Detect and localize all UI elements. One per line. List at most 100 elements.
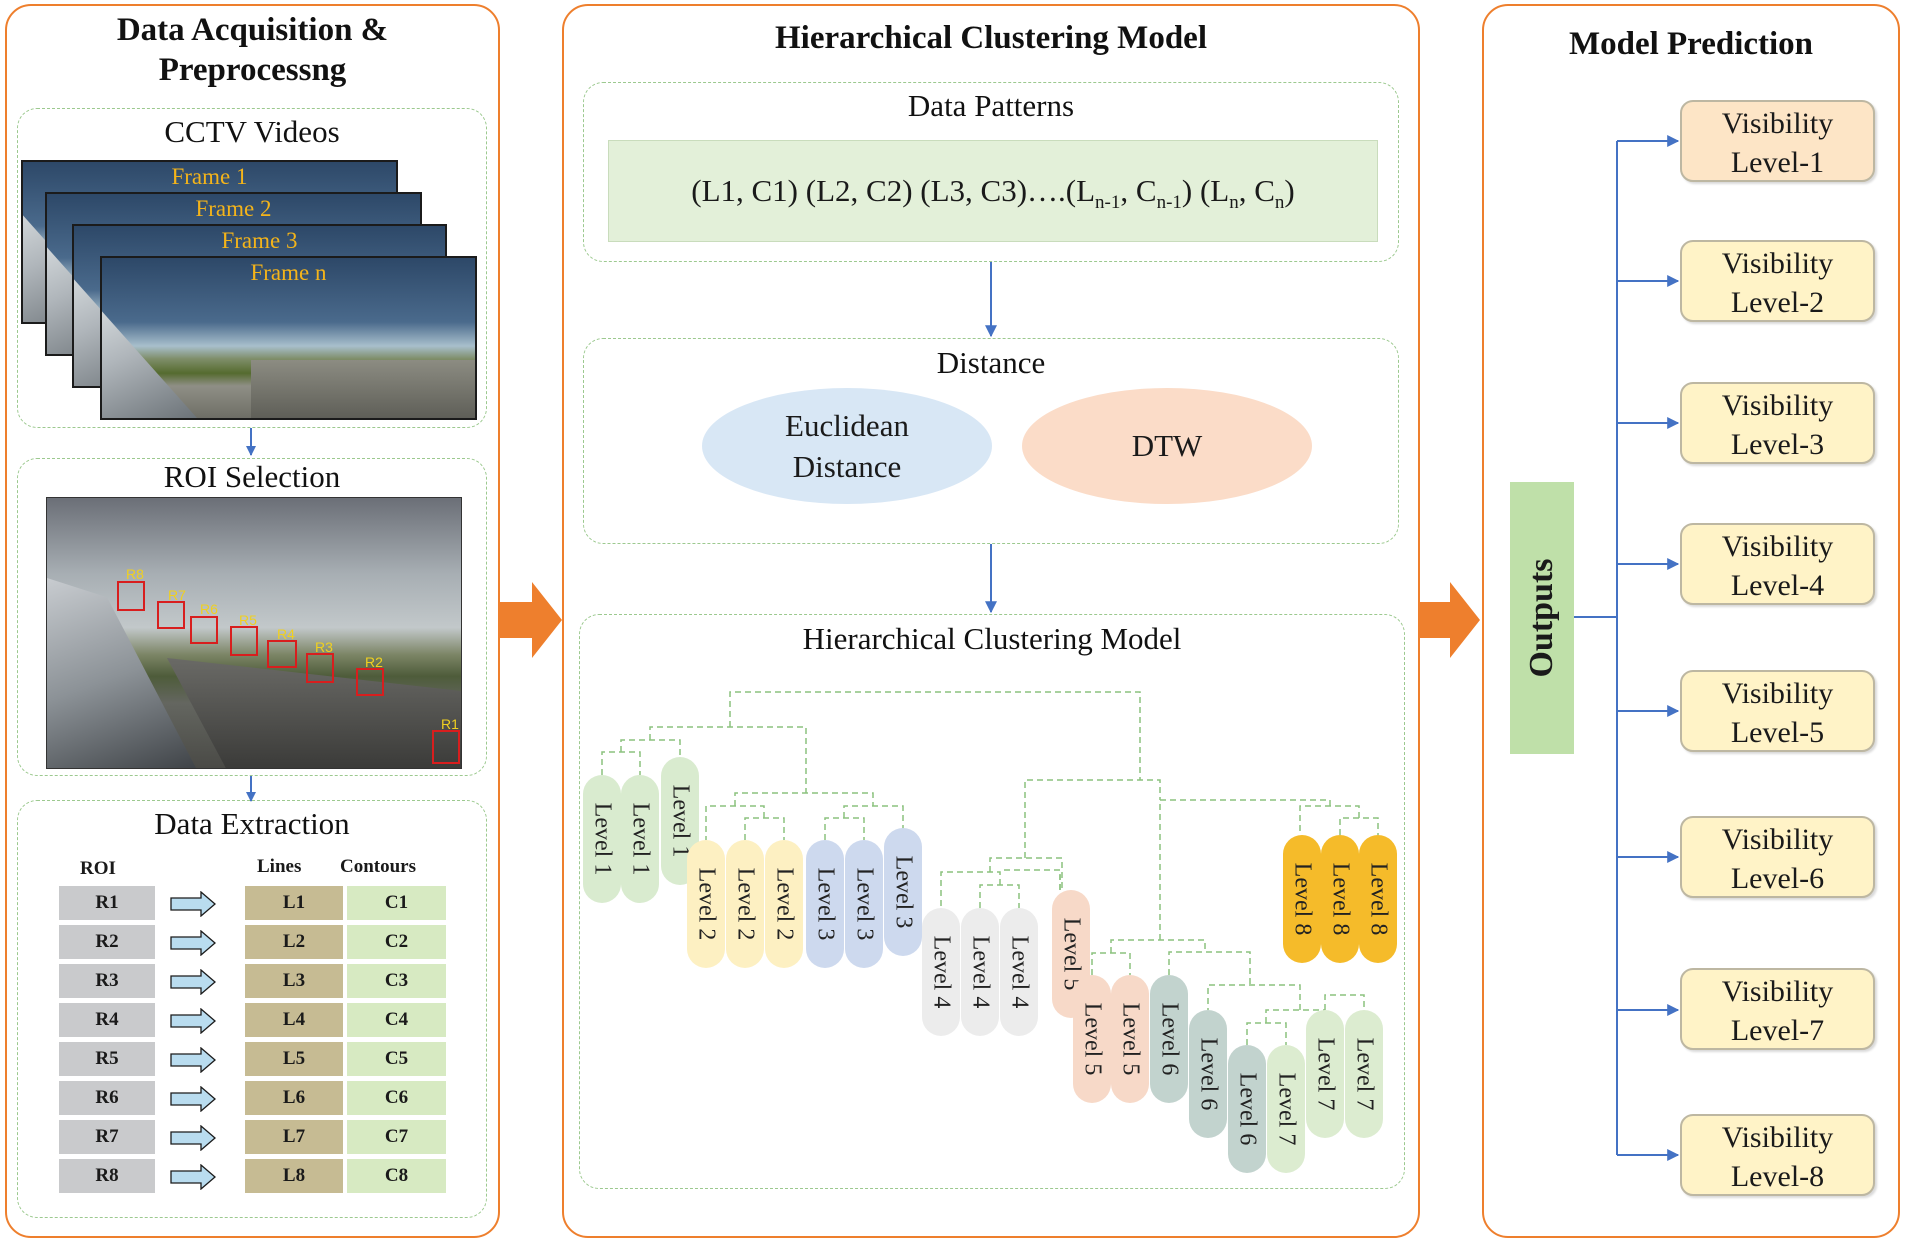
dendrogram-leaf: Level 3 (806, 840, 844, 968)
leaf-label: Level 8 (1365, 862, 1392, 936)
visibility-level-box: Visibility Level-4 (1680, 523, 1875, 605)
cctv-section: CCTV Videos (17, 108, 487, 428)
contour-cell: C6 (347, 1081, 446, 1115)
roi-box (230, 626, 258, 656)
dendrogram-section: Hierarchical Clustering Model (579, 614, 1405, 1189)
dtw-label: DTW (1131, 428, 1203, 463)
line-cell: L3 (245, 964, 343, 998)
visibility-level: Level-3 (1730, 428, 1825, 461)
dendrogram-leaf: Level 1 (583, 775, 621, 903)
roi-header: ROI (80, 858, 116, 879)
row-arrow-icon (170, 891, 216, 917)
roi-cell: R2 (59, 925, 155, 959)
data-patterns-title: Data Patterns (907, 88, 1075, 123)
roi-section: ROI Selection (17, 458, 487, 776)
leaf-label: Level 3 (890, 855, 917, 929)
row-arrow-icon (170, 1086, 216, 1112)
visibility-label: Visibility (1721, 247, 1834, 280)
distance-title: Distance (936, 345, 1046, 380)
dendrogram-leaf: Level 6 (1189, 1010, 1227, 1138)
visibility-level-box: Visibility Level-5 (1680, 670, 1875, 752)
frame-image: Frame n (100, 256, 477, 420)
dendrogram-leaf: Level 6 (1228, 1045, 1266, 1173)
roi-box (356, 668, 384, 696)
contour-cell: C2 (347, 925, 446, 959)
leaf-label: Level 6 (1156, 1002, 1183, 1076)
visibility-level-box: Visibility Level-3 (1680, 382, 1875, 464)
visibility-level-box: Visibility Level-2 (1680, 240, 1875, 322)
visibility-label: Visibility (1721, 823, 1834, 856)
pattern-sub: n-1 (1156, 192, 1182, 214)
visibility-level: Level-1 (1730, 146, 1825, 179)
dendrogram-leaf: Level 4 (961, 908, 999, 1036)
frame-label: Frame 2 (195, 196, 272, 221)
data-extraction-title: Data Extraction (154, 806, 350, 841)
leaf-label: Level 7 (1351, 1037, 1378, 1111)
row-arrow-icon (170, 1164, 216, 1190)
roi-label: R2 (365, 654, 383, 670)
dendrogram-leaf: Level 5 (1073, 975, 1111, 1103)
leaf-label: Level 1 (627, 802, 654, 876)
dendrogram-leaf: Level 8 (1283, 835, 1321, 963)
contour-cell: C5 (347, 1042, 446, 1076)
visibility-level: Level-8 (1730, 1160, 1825, 1193)
outputs-box: Outputs (1510, 482, 1574, 754)
roi-label: R6 (200, 601, 218, 617)
line-cell: L8 (245, 1159, 343, 1193)
dendrogram-leaf: Level 8 (1359, 835, 1397, 963)
roi-cell: R5 (59, 1042, 155, 1076)
leaf-label: Level 5 (1117, 1002, 1144, 1076)
row-arrow-icon (170, 1125, 216, 1151)
leaf-label: Level 4 (928, 935, 955, 1009)
roi-title: ROI Selection (163, 459, 341, 494)
roi-cell: R4 (59, 1003, 155, 1037)
dendrogram-title: Hierarchical Clustering Model (802, 621, 1182, 656)
pattern-text: ) (1284, 173, 1295, 208)
visibility-level-box: Visibility Level-1 (1680, 100, 1875, 182)
cctv-title: CCTV Videos (164, 114, 340, 149)
roi-box (117, 581, 145, 611)
visibility-label: Visibility (1721, 389, 1834, 422)
roi-label: R7 (168, 587, 186, 603)
pattern-sub: n (1274, 192, 1285, 214)
contour-cell: C8 (347, 1159, 446, 1193)
pattern-text: , C (1120, 173, 1157, 208)
visibility-level-box: Visibility Level-6 (1680, 816, 1875, 898)
visibility-level-box: Visibility Level-7 (1680, 968, 1875, 1050)
roi-label: R5 (239, 612, 257, 628)
roi-cell: R8 (59, 1159, 155, 1193)
frame-label: Frame 3 (221, 228, 298, 253)
panel-title: Data Acquisition & Preprocessng (116, 12, 389, 88)
flow-arrow-right (500, 582, 562, 658)
leaf-label: Level 6 (1234, 1072, 1261, 1146)
roi-box (267, 640, 297, 668)
leaf-label: Level 7 (1312, 1037, 1339, 1111)
leaf-label: Level 8 (1289, 862, 1316, 936)
visibility-label: Visibility (1721, 530, 1834, 563)
euclidean-ellipse: Euclidean Distance (702, 388, 992, 504)
data-patterns-box: (L1, C1) (L2, C2) (L3, C3)….(Ln-1, Cn-1)… (608, 140, 1378, 242)
visibility-label: Visibility (1721, 1121, 1834, 1154)
roi-label: R1 (441, 716, 459, 732)
visibility-level: Level-2 (1730, 286, 1825, 319)
pattern-sub: n-1 (1095, 192, 1121, 214)
dendrogram-leaf: Level 3 (884, 828, 922, 956)
dendrogram-leaf: Level 5 (1111, 975, 1149, 1103)
line-cell: L6 (245, 1081, 343, 1115)
roi-image: R8 R7 R6 R5 R4 R3 R2 R1 (46, 497, 462, 769)
leaf-label: Level 3 (812, 867, 839, 941)
visibility-label: Visibility (1721, 107, 1834, 140)
dendrogram-leaf: Level 4 (922, 908, 960, 1036)
pattern-text: (L1, C1) (L2, C2) (L3, C3)….(L (691, 173, 1096, 208)
leaf-label: Level 3 (851, 867, 878, 941)
pattern-text: , C (1238, 173, 1275, 208)
leaf-label: Level 5 (1079, 1002, 1106, 1076)
roi-box (190, 616, 218, 644)
row-arrow-icon (170, 1008, 216, 1034)
frame-label: Frame 1 (171, 164, 248, 189)
roi-label: R3 (315, 639, 333, 655)
roi-label: R4 (277, 626, 295, 642)
dendrogram-leaf: Level 7 (1306, 1010, 1344, 1138)
dendrogram-leaf: Level 6 (1150, 975, 1188, 1103)
line-cell: L1 (245, 886, 343, 920)
